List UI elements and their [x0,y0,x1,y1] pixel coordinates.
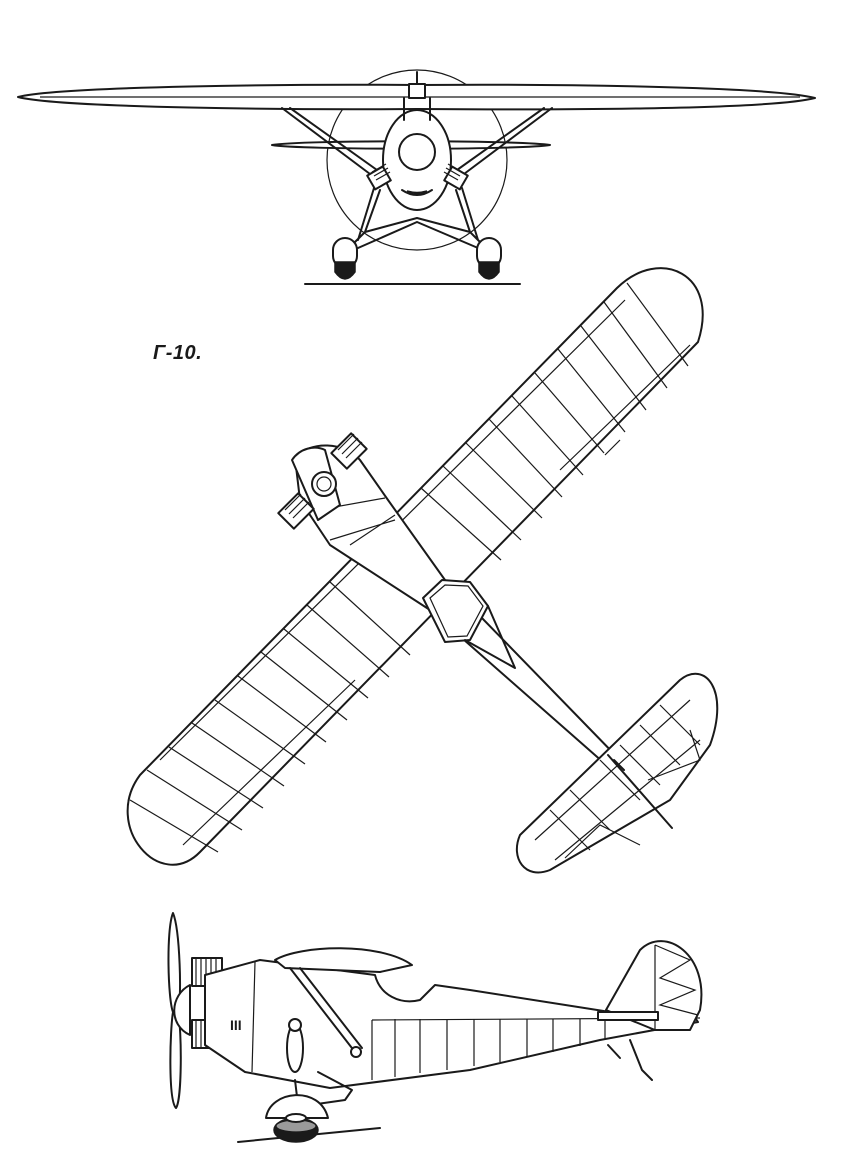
landing-gear-struts-front [344,187,491,253]
engine-spinner-front [398,133,436,171]
ground-line-side [237,1127,381,1143]
wing-ribs-right [420,282,689,561]
tail-fin-side [605,940,703,1031]
wheel-left-front [332,237,358,280]
tailplane-top [515,672,719,874]
wing-struts-front [281,107,553,181]
stabilizer-side [597,1011,659,1021]
top-view [126,267,719,874]
spinner-side [173,984,191,1036]
engine-cylinders-front [366,163,469,191]
aircraft-designation-label: Г-10. [153,342,203,364]
fuselage-side [204,959,699,1089]
fuselage-marking: III [230,1017,242,1033]
wing-side [274,947,413,973]
side-view: III [167,912,703,1143]
tail-skid-side [629,1039,653,1081]
propeller-disc [326,69,508,251]
fin-top [607,754,673,829]
gear-shock-strut-side [286,1018,304,1073]
wheel-right-front [476,237,502,280]
engine-top [277,432,368,530]
front-view [17,69,816,285]
wing-ribs-left [129,581,411,853]
wing-strut-side [289,967,363,1053]
